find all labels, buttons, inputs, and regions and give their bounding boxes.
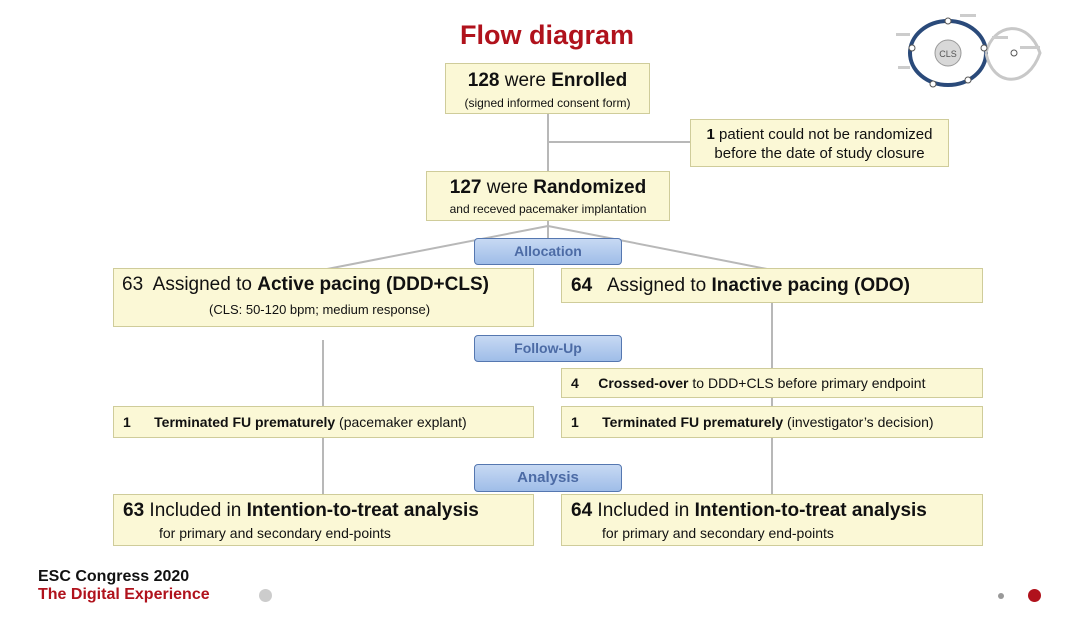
inactive-arm: Inactive pacing (ODO) [711,275,910,296]
itt-right-sub: for primary and secondary end-points [602,525,834,541]
slide-dot-icon[interactable] [998,593,1004,599]
inactive-pre: Assigned to [606,275,707,296]
active-arm: Active pacing (DDD+CLS) [257,274,489,295]
enrolled-label: Enrolled [551,70,628,91]
slide-dot-active-icon[interactable] [1028,589,1041,602]
analysis-pill: Analysis [474,464,622,492]
randomized-box: 127 were Randomized and receved pacemake… [426,171,670,221]
itt-left-pre: Included in [149,500,242,521]
connector [771,302,773,495]
crossover-box: 4 Crossed-over to DDD+CLS before primary… [561,368,983,398]
terminated-right-count: 1 [571,414,579,430]
randomized-count: 127 [449,177,482,198]
crossover-count: 4 [571,375,579,391]
terminated-right-box: 1 Terminated FU prematurely (investigato… [561,406,983,438]
excluded-line1: patient could not be randomized [719,126,933,143]
active-arm-box: 63 Assigned to Active pacing (DDD+CLS) (… [113,268,534,327]
connector [547,141,691,143]
svg-text:CLS: CLS [939,49,957,59]
excluded-count: 1 [706,126,715,143]
terminated-left-bold: Terminated FU prematurely [154,414,336,430]
itt-left-box: 63 Included in Intention-to-treat analys… [113,494,534,546]
enrolled-text: were [504,70,546,91]
itt-right-pre: Included in [597,500,690,521]
inactive-count: 64 [571,275,593,296]
enrolled-sub: (signed informed consent form) [464,96,631,110]
terminated-right-rest: (investigator’s decision) [787,414,934,430]
crossover-bold: Crossed-over [598,375,689,391]
randomized-sub: and receved pacemaker implantation [449,202,647,216]
excluded-box: 1 patient could not be randomized before… [690,119,949,167]
active-pre: Assigned to [152,274,252,295]
active-count: 63 [122,274,144,295]
itt-left-bold: Intention-to-treat analysis [246,500,479,521]
excluded-line2: before the date of study closure [714,145,925,162]
allocation-pill: Allocation [474,238,622,265]
connector [547,220,549,238]
slide-dot-icon[interactable] [259,589,272,602]
inactive-arm-box: 64 Assigned to Inactive pacing (ODO) [561,268,983,303]
footer-experience: The Digital Experience [38,586,210,603]
itt-left-sub: for primary and secondary end-points [159,525,391,541]
itt-right-bold: Intention-to-treat analysis [694,500,927,521]
footer-congress: ESC Congress 2020 [38,568,190,585]
itt-left-count: 63 [123,500,145,521]
active-sub: (CLS: 50-120 bpm; medium response) [209,302,431,317]
cycle-logo-icon: CLS [896,14,1042,88]
terminated-left-rest: (pacemaker explant) [339,414,467,430]
terminated-right-bold: Terminated FU prematurely [602,414,784,430]
terminated-left-box: 1 Terminated FU prematurely (pacemaker e… [113,406,534,438]
connector [547,114,549,173]
itt-right-box: 64 Included in Intention-to-treat analys… [561,494,983,546]
followup-pill: Follow-Up [474,335,622,362]
crossover-rest: to DDD+CLS before primary endpoint [692,375,926,391]
enrolled-count: 128 [467,70,500,91]
randomized-text: were [486,177,528,198]
randomized-label: Randomized [533,177,647,198]
enrolled-box: 128 were Enrolled (signed informed conse… [445,63,650,114]
page-title: Flow diagram [459,20,635,50]
terminated-left-count: 1 [123,414,131,430]
itt-right-count: 64 [571,500,593,521]
